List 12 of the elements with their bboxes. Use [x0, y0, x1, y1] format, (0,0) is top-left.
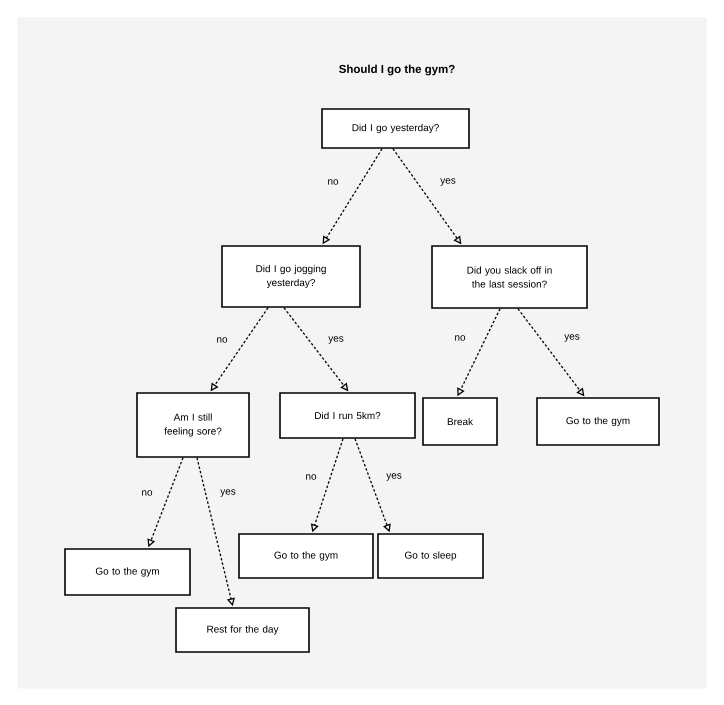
process-box: Am I still feeling sore? — [136, 392, 250, 458]
process-box: Rest for the day — [175, 607, 310, 653]
process-box: Did you slack off in the last session? — [431, 245, 588, 309]
process-box: Go to the gym — [536, 397, 660, 446]
process-box: Go to the gym — [64, 548, 191, 596]
process-box: Did I go yesterday? — [321, 108, 470, 149]
process-box: Did I run 5km? — [279, 392, 416, 439]
process-box: Did I go jogging yesterday? — [221, 245, 361, 308]
process-box: Go to sleep — [377, 533, 484, 579]
process-box: Go to the gym — [238, 533, 374, 579]
title: Should I go the gym? — [339, 64, 455, 76]
process-box: Break — [422, 397, 498, 446]
